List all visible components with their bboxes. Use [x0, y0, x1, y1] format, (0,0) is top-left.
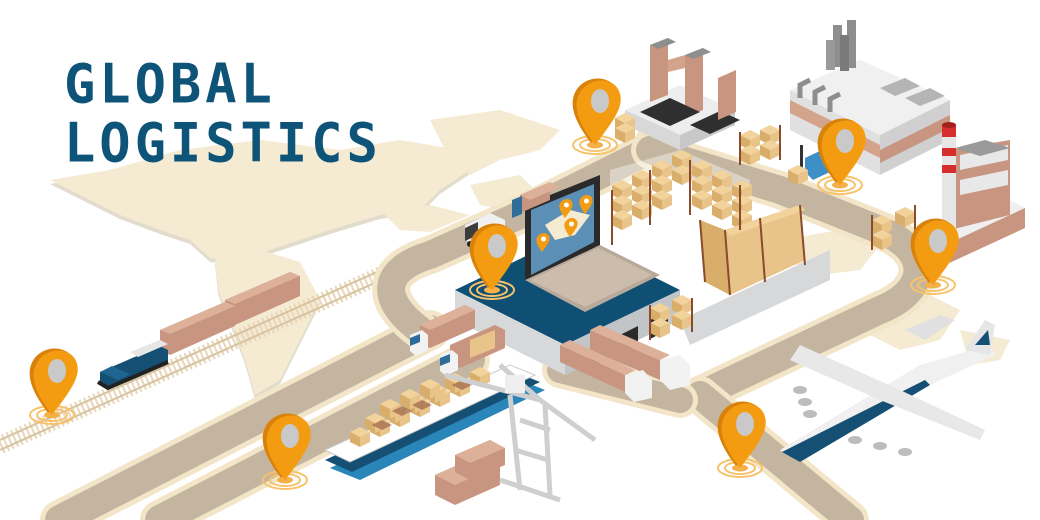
freight-train	[96, 272, 300, 391]
location-pin-powerplant	[909, 217, 960, 295]
storage-racks	[610, 125, 916, 345]
crane-cabin	[505, 375, 525, 393]
loose-containers	[435, 440, 505, 505]
small-factory	[625, 38, 740, 150]
title-line-2: LOGISTICS	[64, 111, 382, 175]
location-pin-road	[261, 412, 312, 490]
location-pin-train	[28, 347, 79, 425]
cargo-airplane	[780, 315, 995, 462]
truck-left-1	[410, 305, 475, 356]
truck-top	[512, 182, 560, 218]
laptop-with-map	[525, 175, 660, 312]
truck-left-2	[440, 325, 505, 376]
location-pin-factory-top	[571, 77, 622, 155]
factory-with-smokestacks	[790, 20, 950, 175]
page-title: GLOBAL LOGISTICS	[64, 55, 382, 173]
title-line-1: GLOBAL	[64, 53, 276, 117]
location-pin-factory	[816, 117, 867, 195]
top-pallet	[615, 113, 635, 143]
truck-right-2	[560, 340, 652, 402]
truck-right-1	[590, 325, 690, 390]
